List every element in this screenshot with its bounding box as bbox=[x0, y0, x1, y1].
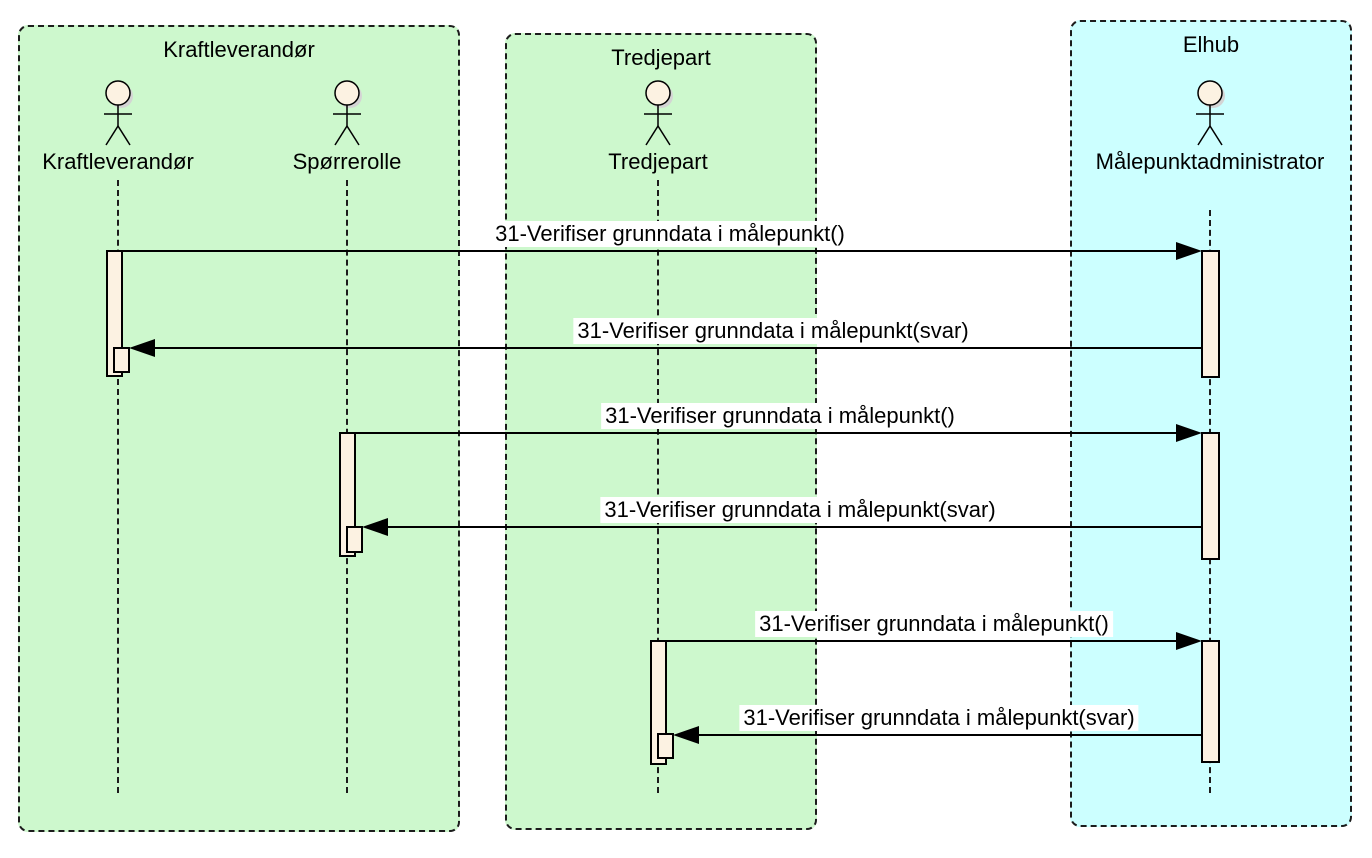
message-line-6 bbox=[697, 734, 1201, 736]
frame-title: Elhub bbox=[1182, 32, 1240, 57]
message-arrowhead-5 bbox=[1176, 632, 1202, 650]
message-line-1 bbox=[122, 250, 1177, 252]
activation-kraftleverandor-nested bbox=[113, 347, 130, 373]
message-label-4: 31-Verifiser grunndata i målepunkt(svar) bbox=[600, 497, 1000, 523]
lifeline-tredjepart bbox=[657, 180, 659, 793]
actor-icon bbox=[1186, 78, 1234, 148]
activation-elhub-1 bbox=[1201, 250, 1220, 378]
actor-icon bbox=[634, 78, 682, 148]
message-label-2: 31-Verifiser grunndata i målepunkt(svar) bbox=[573, 318, 973, 344]
message-label-5: 31-Verifiser grunndata i målepunkt() bbox=[755, 611, 1113, 637]
message-arrowhead-1 bbox=[1176, 242, 1202, 260]
activation-elhub-2 bbox=[1201, 432, 1220, 560]
frame-title: Kraftleverandør bbox=[163, 37, 315, 62]
message-label-6: 31-Verifiser grunndata i målepunkt(svar) bbox=[739, 705, 1139, 731]
message-label-1: 31-Verifiser grunndata i målepunkt() bbox=[491, 221, 849, 247]
activation-kraftleverandor bbox=[106, 250, 123, 377]
activation-sporrerolle bbox=[339, 432, 356, 557]
frame-kraftleverandor: Kraftleverandør bbox=[18, 25, 460, 832]
message-line-4 bbox=[386, 526, 1201, 528]
activation-sporrerolle-nested bbox=[346, 526, 363, 553]
frame-title: Tredjepart bbox=[611, 45, 711, 70]
actor-label-kraftleverandor: Kraftleverandør bbox=[42, 149, 194, 174]
actor-label-tredjepart: Tredjepart bbox=[608, 149, 708, 174]
actor-icon bbox=[323, 78, 371, 148]
actor-label-malepunktadministrator: Målepunktadministrator bbox=[1095, 149, 1325, 174]
message-arrowhead-4 bbox=[362, 518, 388, 536]
message-arrowhead-6 bbox=[673, 726, 699, 744]
message-arrowhead-3 bbox=[1176, 424, 1202, 442]
activation-elhub-3 bbox=[1201, 640, 1220, 763]
message-line-5 bbox=[666, 640, 1177, 642]
message-line-3 bbox=[355, 432, 1177, 434]
actor-icon bbox=[94, 78, 142, 148]
actor-label-sporrerolle: Spørrerolle bbox=[292, 149, 402, 174]
message-label-3: 31-Verifiser grunndata i målepunkt() bbox=[601, 403, 959, 429]
lifeline-kraftleverandor bbox=[117, 180, 119, 793]
message-line-2 bbox=[153, 347, 1201, 349]
message-arrowhead-2 bbox=[129, 339, 155, 357]
activation-tredjepart-nested bbox=[657, 733, 674, 759]
